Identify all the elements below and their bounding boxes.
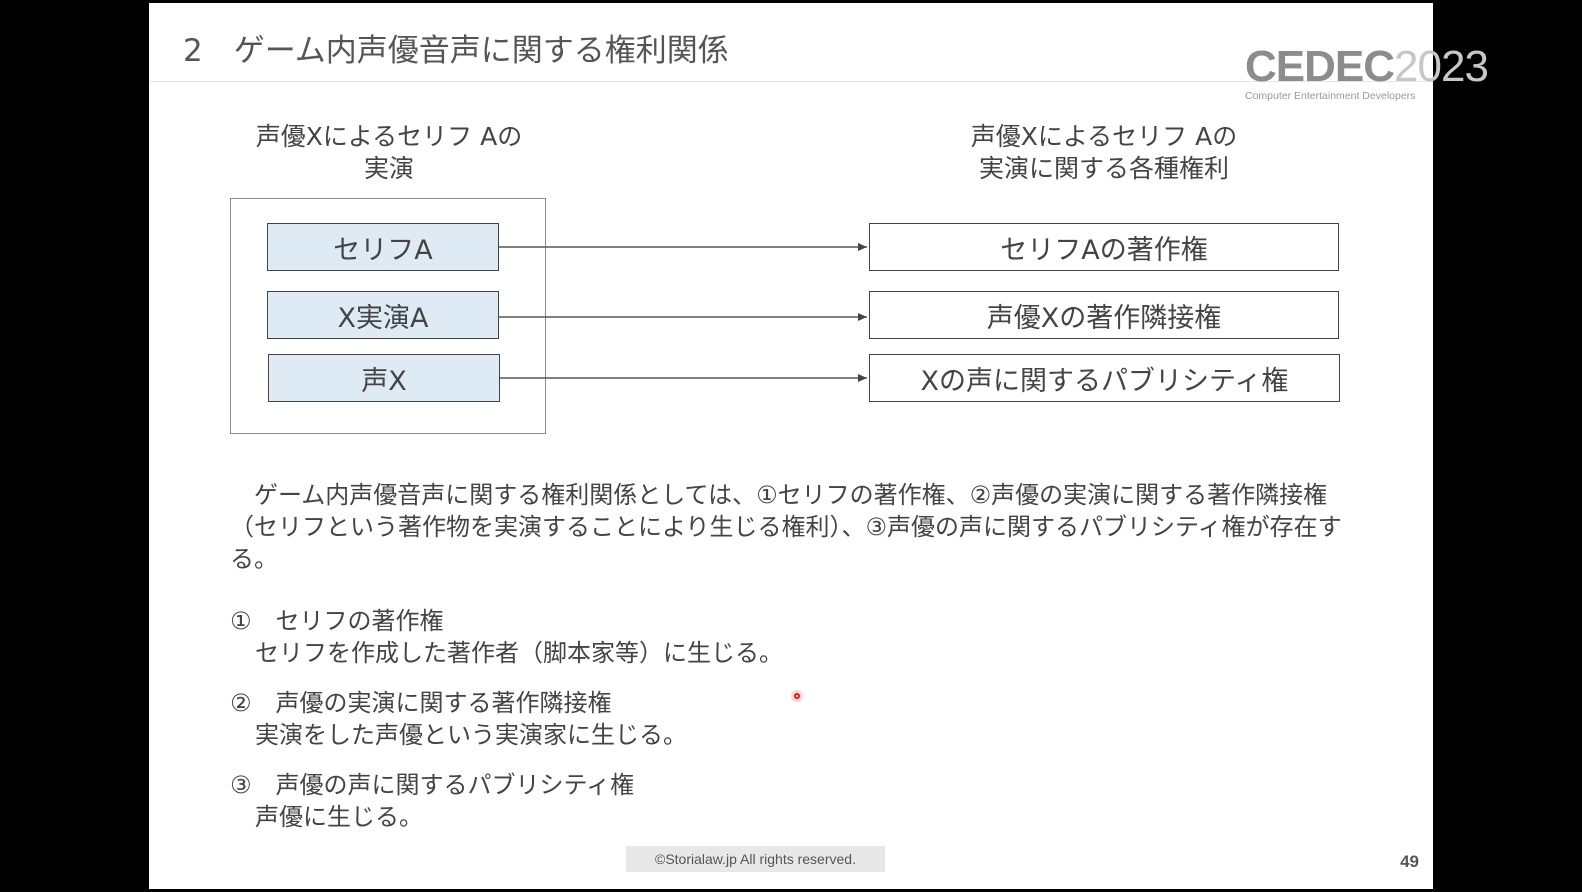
list-item: ② 声優の実演に関する著作隣接権 実演をした声優という実演家に生じる。	[230, 687, 1130, 751]
source-box-serif-a: セリフA	[267, 223, 499, 271]
source-box-voice-x: 声X	[268, 354, 500, 402]
right-column-heading: 声優Xによるセリフ Aの 実演に関する各種権利	[959, 121, 1249, 185]
logo-year: 2023	[1394, 42, 1489, 91]
left-heading-line-1: 声優Xによるセリフ Aの	[255, 122, 523, 151]
summary-paragraph: ゲーム内声優音声に関する権利関係としては、①セリフの著作権、②声優の実演に関する…	[230, 481, 1342, 573]
right-heading-line-1: 声優Xによるセリフ Aの	[970, 122, 1238, 151]
item-title: ② 声優の実演に関する著作隣接権	[230, 689, 612, 717]
target-box-publicity-right: Xの声に関するパブリシティ権	[869, 354, 1340, 402]
title-divider	[149, 81, 1433, 82]
item-body: 声優に生じる。	[255, 803, 423, 831]
item-title: ③ 声優の声に関するパブリシティ権	[230, 771, 635, 799]
cedec-logo: CEDEC2023 Computer Entertainment Develop…	[1245, 42, 1489, 105]
right-heading-line-2: 実演に関する各種権利	[978, 154, 1229, 183]
list-item: ① セリフの著作権 セリフを作成した著作者（脚本家等）に生じる。	[230, 605, 1130, 669]
left-heading-line-2: 実演	[363, 154, 414, 183]
performance-group-box	[230, 198, 546, 434]
left-column-heading: 声優Xによるセリフ Aの 実演	[244, 121, 534, 185]
page-number: 49	[1400, 852, 1419, 871]
item-body: 実演をした声優という実演家に生じる。	[255, 721, 687, 749]
copyright-footer: ©Storialaw.jp All rights reserved.	[626, 846, 885, 872]
list-item: ③ 声優の声に関するパブリシティ権 声優に生じる。	[230, 769, 1130, 833]
logo-subtitle: Computer Entertainment Developers	[1245, 90, 1416, 102]
item-title: ① セリフの著作権	[230, 607, 444, 635]
target-box-neighboring-right: 声優Xの著作隣接権	[869, 291, 1339, 339]
slide: 2 ゲーム内声優音声に関する権利関係 CEDEC2023 Computer En…	[149, 3, 1489, 889]
source-box-x-performance-a: X実演A	[267, 291, 499, 339]
slide-title: 2 ゲーム内声優音声に関する権利関係	[183, 33, 729, 69]
logo-brand: CEDEC	[1245, 42, 1395, 91]
target-box-serif-copyright: セリフAの著作権	[869, 223, 1339, 271]
pointer-cursor-icon	[791, 690, 803, 702]
item-body: セリフを作成した著作者（脚本家等）に生じる。	[255, 639, 783, 667]
